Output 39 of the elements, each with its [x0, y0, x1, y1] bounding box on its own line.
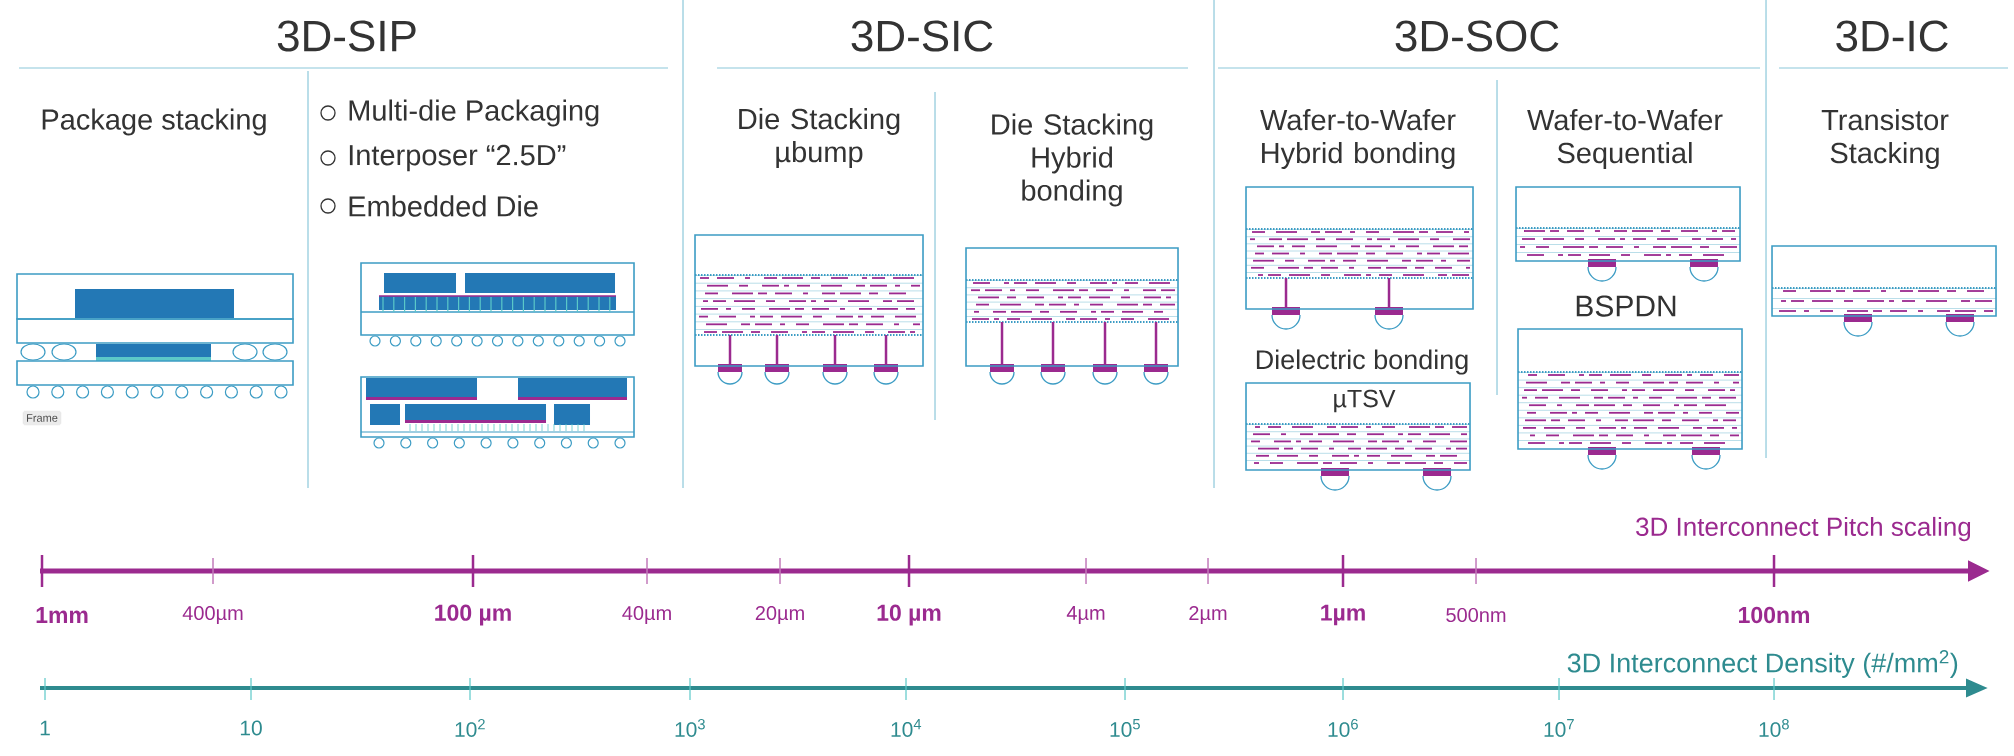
tick-label: 1µm — [1321, 604, 1365, 626]
tick-label: 10$^{8}$ — [1759, 719, 1789, 737]
tick-label: 500nm — [1446, 607, 1506, 623]
column-title: Transistor Stacking — [1821, 109, 1949, 170]
tick-label: 1 — [40, 720, 50, 736]
tick-label: 10$^{4}$ — [891, 719, 922, 737]
column-title: Package stacking — [42, 108, 266, 136]
section-heading: 3D-SIP — [277, 20, 416, 52]
tick-label: 100nm — [1739, 606, 1809, 624]
section-heading: 3D-SOC — [1395, 20, 1559, 52]
list-item: Multi-die Packaging — [349, 99, 599, 127]
axis-title: 3D Interconnect Density (#/mm$^{2}$) — [1567, 650, 1958, 678]
tick-label: 100 µm — [435, 604, 511, 626]
tick-label: 10$^{5}$ — [1110, 719, 1140, 737]
tick-label: 10$^{2}$ — [455, 719, 485, 737]
section-heading: 3D-IC — [1836, 20, 1948, 52]
tick-label: 2µm — [1189, 605, 1227, 625]
tick-label: 10 — [240, 720, 262, 736]
tick-label: 10$^{3}$ — [675, 719, 705, 737]
list-item: Embedded Die — [349, 195, 538, 217]
column-title: BSPDN — [1576, 295, 1676, 317]
tick-label: 400µm — [182, 605, 243, 625]
tick-label: 20µm — [755, 605, 804, 625]
tick-label: 10$^{7}$ — [1544, 719, 1574, 737]
column-title: Wafer-to-Wafer Sequential — [1527, 109, 1723, 169]
tick-label: 10 µm — [877, 604, 941, 626]
tick-label: 1mm — [36, 607, 88, 623]
axis-title: 3D Interconnect Pitch scaling — [1636, 516, 1971, 542]
tick-label: 10$^{6}$ — [1328, 719, 1358, 737]
tooltip-tag: Frame — [22, 410, 62, 426]
section-heading: 3D-SIC — [851, 20, 993, 52]
column-title: Die Stacking Hybrid bonding — [992, 113, 1153, 207]
column-title: Dielectric bonding — [1256, 349, 1468, 375]
list-item: Interposer “2.5D” — [349, 144, 566, 172]
tick-label: 4µm — [1066, 606, 1105, 624]
column-title: Wafer-to-Wafer Hybrid bonding — [1260, 109, 1456, 169]
column-title: µTSV — [1334, 389, 1396, 413]
column-title: Die Stacking µbump — [739, 108, 900, 169]
tick-label: 40µm — [622, 605, 671, 625]
